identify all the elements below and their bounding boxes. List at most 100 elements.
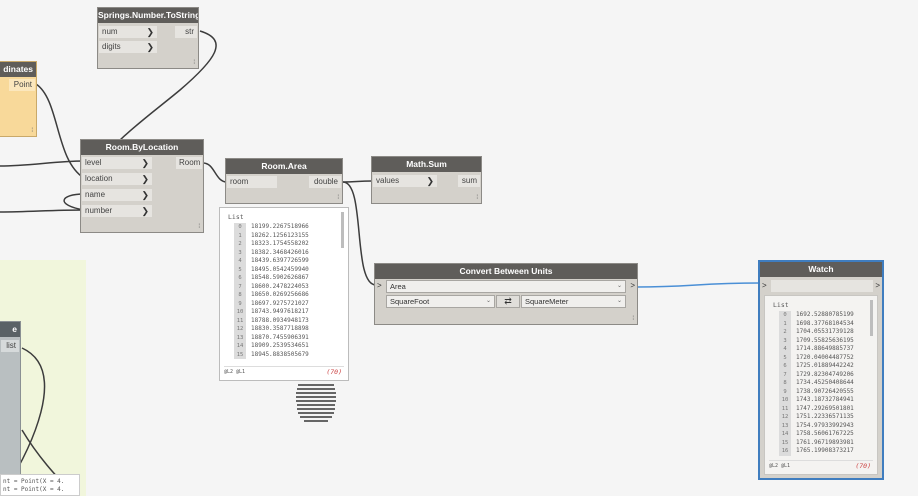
list-value: 18439.6397726599 [251,257,309,264]
input-room[interactable]: room [227,176,277,188]
list-value: 1754.97933992943 [796,421,854,429]
input-location[interactable]: location❯ [82,173,152,185]
list-index: 12 [234,325,246,334]
list-value: 1761.96719893981 [796,438,854,446]
input-number[interactable]: number❯ [82,205,152,217]
coordinates-node[interactable]: dinates Point ⁞ [0,61,37,137]
resize-handle[interactable]: ⁞ [193,60,195,66]
output-point[interactable]: Point [9,79,35,91]
scrollbar[interactable] [870,300,873,336]
list-value: 18199.2267518966 [251,223,309,230]
code-line: nt = Point(X = 4. [3,486,65,493]
list-value: 1738.90726420555 [796,387,854,395]
input-name[interactable]: name❯ [82,189,152,201]
list-index: 1 [234,231,246,240]
list-item: 1 18262.1256123155 [220,231,348,240]
output-str[interactable]: str [175,26,197,38]
code-block-preview[interactable]: nt = Point(X = 4. nt = Point(X = 4. [0,474,80,496]
list-value: 18262.1256123155 [251,231,309,239]
input-num[interactable]: num❯ [99,26,157,38]
convert-between-units-node[interactable]: Convert Between Units > Area⌄ > SquareFo… [374,263,638,325]
node-title: Watch [760,262,882,277]
output-port-icon[interactable]: > [875,281,880,290]
list-label: List [773,301,789,309]
math-sum-node[interactable]: Math.Sum values❯ sum ⁞ [371,156,482,204]
output-port-icon[interactable]: > [630,281,635,290]
list-value: 1725.01889442242 [796,362,854,369]
list-index: 8 [234,291,246,300]
item-count: (70) [855,462,871,470]
chevron-right-icon: ❯ [141,206,149,216]
list-value: 18870.7455906391 [251,333,309,341]
list-levels: @L2 @L1 [224,369,246,375]
input-values[interactable]: values❯ [373,175,437,187]
to-unit-dropdown[interactable]: SquareMeter⌄ [521,295,626,308]
input-digits[interactable]: digits❯ [99,41,157,53]
swap-units-button[interactable]: ⇄ [496,295,520,308]
resize-handle[interactable]: ⁞ [198,224,200,230]
code-line: nt = Point(X = 4. [3,478,65,485]
list-index: 4 [779,345,791,354]
list-value: 18548.5902626867 [251,274,309,281]
list-value: 1734.45250408644 [796,379,854,386]
output-list[interactable]: list [1,340,19,352]
input-port-icon[interactable]: > [762,281,767,290]
from-unit-dropdown[interactable]: SquareFoot⌄ [386,295,495,308]
left-list-node[interactable]: e list [0,321,21,479]
list-index: 13 [234,333,246,342]
room-area-node[interactable]: Room.Area room double ⁞ [225,158,343,204]
item-count: (70) [326,368,342,376]
list-index: 14 [779,430,791,439]
springs-number-tostring-node[interactable]: Springs.Number.ToString num❯ digits❯ str… [97,7,199,69]
room-bylocation-node[interactable]: Room.ByLocation level❯ location❯ name❯ n… [80,139,204,233]
list-index: 5 [779,353,791,362]
wire-left-to-name [63,193,85,211]
chevron-right-icon: ❯ [141,158,149,168]
input-level[interactable]: level❯ [82,157,152,169]
resize-handle[interactable]: ⁞ [476,195,478,201]
resize-handle[interactable]: ⁞ [632,316,634,322]
quantity-dropdown[interactable]: Area⌄ [386,280,626,293]
list-index: 16 [779,447,791,456]
list-index: 15 [234,350,246,359]
output-room[interactable]: Room [176,157,202,169]
list-value: 18323.1754558202 [251,240,309,247]
list-value: 1743.18732784941 [796,396,854,403]
resize-handle[interactable]: ⁞ [31,128,33,134]
list-index: 14 [234,342,246,351]
list-value: 18382.3468426016 [251,248,309,256]
scrollbar[interactable] [341,212,344,248]
list-index: 12 [779,413,791,422]
list-value: 18743.9497618217 [251,308,309,315]
list-value: 1729.82304749206 [796,370,854,378]
wire-left-to-number [0,209,85,213]
output-sum[interactable]: sum [458,175,480,187]
preview-footer: @L2 @L1 (70) [224,366,344,377]
input-port-icon[interactable]: > [377,281,382,290]
output-double[interactable]: double [309,176,341,188]
wire-convert-to-watch [636,282,761,288]
list-index: 15 [779,438,791,447]
chevron-down-icon: ⌄ [616,298,622,304]
node-title: dinates [0,62,36,77]
chevron-right-icon: ❯ [146,42,154,52]
resize-handle[interactable]: ⁞ [337,195,339,201]
